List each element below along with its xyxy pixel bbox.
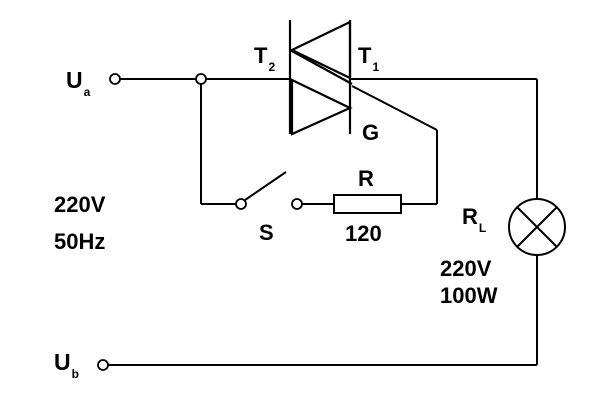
triac-upper-triangle bbox=[289, 20, 352, 80]
terminal-ub-label: Ub bbox=[54, 349, 79, 381]
supply-frequency-label: 50Hz bbox=[54, 229, 105, 254]
triac-gate-label: G bbox=[362, 120, 379, 145]
terminal-ub-node bbox=[97, 359, 109, 371]
lamp-label: RL bbox=[462, 204, 486, 235]
triac-t1-label: T1 bbox=[358, 43, 379, 74]
resistor-value: 120 bbox=[345, 221, 382, 246]
terminal-ua-label: Ua bbox=[66, 67, 91, 99]
switch-left-node bbox=[235, 198, 247, 210]
lamp-power-label: 100W bbox=[440, 283, 498, 308]
resistor-body bbox=[333, 194, 402, 214]
terminal-ua-node bbox=[109, 73, 121, 85]
supply-voltage-label: 220V bbox=[54, 192, 106, 217]
switch-blade bbox=[244, 171, 287, 201]
triac-t2-label: T2 bbox=[254, 43, 275, 74]
lamp-cross-2 bbox=[516, 206, 558, 248]
switch-label: S bbox=[259, 220, 274, 245]
wire-gate-diagonal bbox=[351, 85, 438, 131]
lamp-icon bbox=[508, 198, 566, 256]
junction-node bbox=[195, 73, 207, 85]
lamp-voltage-label: 220V bbox=[440, 256, 492, 281]
triac-lower-triangle bbox=[290, 78, 353, 136]
switch-right-node bbox=[291, 198, 303, 210]
triac-diagonal bbox=[289, 49, 353, 85]
resistor-label: R bbox=[358, 166, 374, 191]
